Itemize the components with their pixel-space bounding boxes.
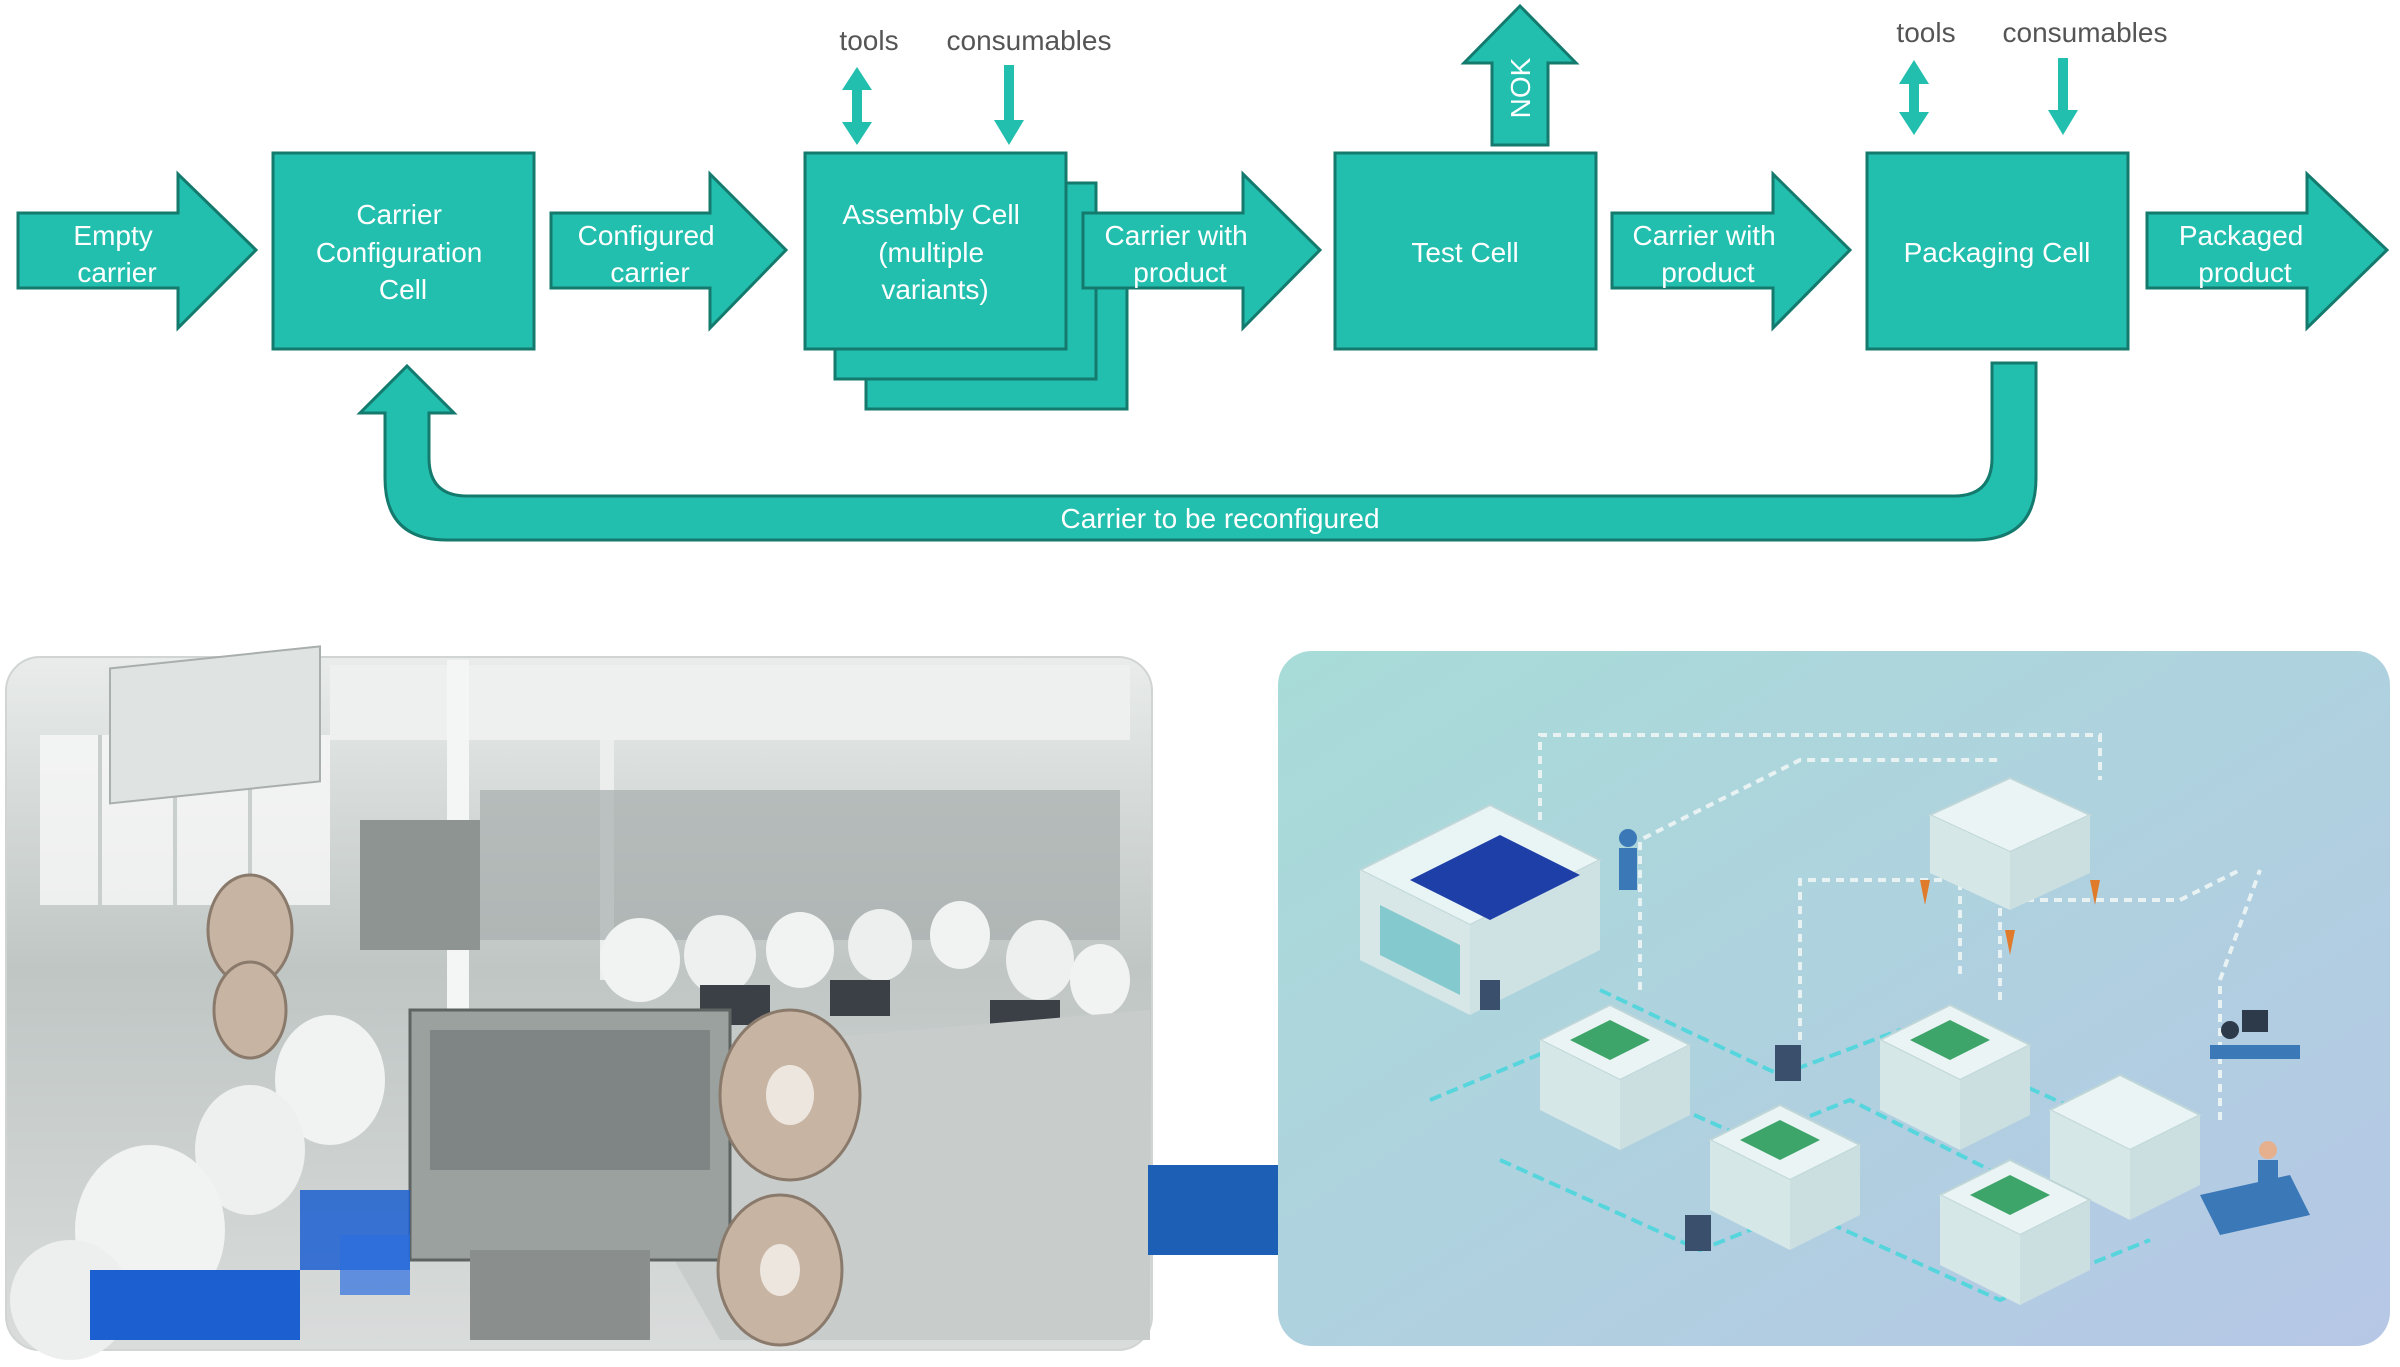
svg-text:Packaging Cell: Packaging Cell [1904, 237, 2091, 268]
svg-text:Test Cell: Test Cell [1411, 237, 1518, 268]
packaging-cell: Packaging Cell [1865, 151, 2130, 351]
svg-text:Carrier with product: Carrier with product [1105, 220, 1256, 288]
svg-text:Assembly Cell (multiple: Assembly Cell (multiple variants) [842, 199, 1027, 305]
carrier-configuration-cell: Carrier Configuration Cell [271, 151, 536, 351]
consumables-down-arrow-packaging [2048, 58, 2078, 135]
return-loop-arrow: Carrier to be reconfigured [356, 361, 2038, 542]
configured-carrier-arrow: Configured carrier [549, 170, 789, 332]
modular-factory-illustration [1278, 651, 2390, 1346]
consumables-down-arrow-assembly [994, 65, 1024, 145]
empty-carrier-arrow: Empty carrier [16, 170, 259, 332]
svg-text:consumables: consumables [947, 25, 1112, 56]
tools-double-arrow-assembly [842, 67, 872, 145]
test-cell: Test Cell [1333, 151, 1598, 351]
tools-label-packaging: tools [1896, 17, 1955, 48]
tools-label-assembly: tools [839, 25, 898, 56]
svg-text:Carrier with product: Carrier with product [1633, 220, 1784, 288]
manual-assembly-line-photo [5, 645, 1153, 1360]
carrier-with-product-arrow-1: Carrier with product [1081, 170, 1323, 332]
svg-text:tools: tools [1896, 17, 1955, 48]
svg-text:tools: tools [839, 25, 898, 56]
svg-text:Packaged product: Packaged product [2179, 220, 2311, 288]
svg-text:consumables: consumables [2003, 17, 2168, 48]
svg-text:Configured carrier: Configured carrier [578, 220, 723, 288]
consumables-label-assembly: consumables [947, 25, 1112, 56]
nok-up-arrow: NOK [1460, 3, 1580, 147]
assembly-cell: Assembly Cell (multiple variants) [803, 151, 1129, 411]
svg-text:Carrier to be reconfigured: Carrier to be reconfigured [1060, 503, 1379, 534]
svg-text:Empty carrier: Empty carrier [73, 220, 160, 288]
tools-double-arrow-packaging [1899, 60, 1929, 135]
carrier-with-product-arrow-2: Carrier with product [1610, 170, 1853, 332]
consumables-label-packaging: consumables [2003, 17, 2168, 48]
svg-text:NOK: NOK [1505, 57, 1536, 118]
svg-text:Carrier Configuration: Carrier Configuration Cell [316, 199, 490, 305]
packaged-product-arrow: Packaged product [2145, 170, 2390, 332]
